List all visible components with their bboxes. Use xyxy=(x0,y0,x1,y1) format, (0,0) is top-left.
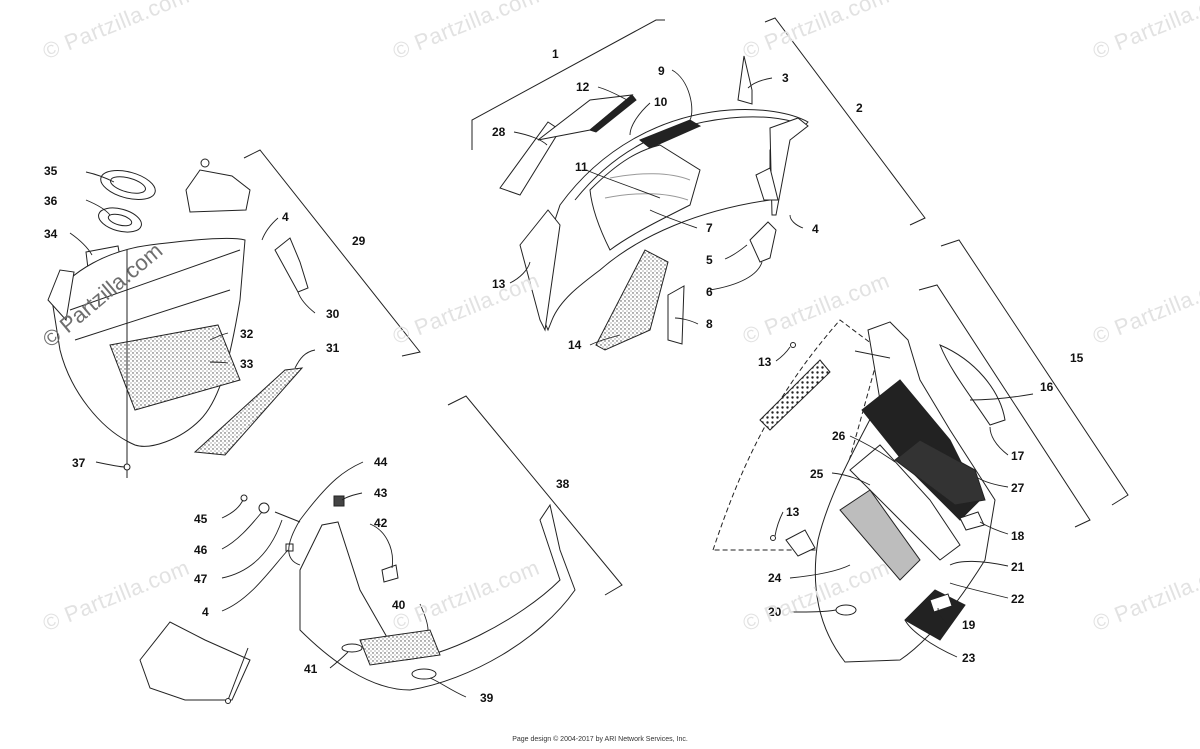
callout-47: 47 xyxy=(194,572,208,586)
footer-credit: Page design © 2004-2017 by ARI Network S… xyxy=(512,736,688,743)
callout-18: 18 xyxy=(1011,529,1025,543)
callout-26: 26 xyxy=(832,429,846,443)
callout-22: 22 xyxy=(1011,592,1025,606)
callout-35: 35 xyxy=(44,164,58,178)
callout-20: 20 xyxy=(768,605,782,619)
callout-15: 15 xyxy=(1070,351,1084,365)
callout-13-right-bottom: 13 xyxy=(786,505,800,519)
callout-14: 14 xyxy=(568,338,582,352)
callout-3: 3 xyxy=(782,71,789,85)
callout-29: 29 xyxy=(352,234,366,248)
callout-9: 9 xyxy=(658,64,665,78)
callout-43: 43 xyxy=(374,486,388,500)
left-side-panel-assembly xyxy=(47,149,421,478)
callout-46: 46 xyxy=(194,543,208,557)
callout-5: 5 xyxy=(706,253,713,267)
callout-40: 40 xyxy=(392,598,406,612)
callout-4-bottom: 4 xyxy=(202,605,209,619)
callout-21: 21 xyxy=(1011,560,1025,574)
callout-39: 39 xyxy=(480,691,494,705)
callout-42: 42 xyxy=(374,516,388,530)
callout-numbers: 1 2 3 4 5 6 7 8 9 10 11 12 13 14 15 16 1… xyxy=(44,47,1084,705)
callout-13-right-top: 13 xyxy=(758,355,772,369)
callout-10: 10 xyxy=(654,95,668,109)
callout-16: 16 xyxy=(1040,380,1054,394)
callout-8: 8 xyxy=(706,317,713,331)
callout-17: 17 xyxy=(1011,449,1025,463)
callout-33: 33 xyxy=(240,357,254,371)
callout-45: 45 xyxy=(194,512,208,526)
callout-24: 24 xyxy=(768,571,782,585)
callout-27: 27 xyxy=(1011,481,1025,495)
windshield-assembly xyxy=(471,17,926,351)
callout-19: 19 xyxy=(962,618,976,632)
leader-lines xyxy=(69,69,1034,698)
callout-38: 38 xyxy=(556,477,570,491)
callout-28: 28 xyxy=(492,125,506,139)
callout-32: 32 xyxy=(240,327,254,341)
callout-44: 44 xyxy=(374,455,388,469)
callout-4-top: 4 xyxy=(812,222,819,236)
callout-31: 31 xyxy=(326,341,340,355)
callout-6: 6 xyxy=(706,285,713,299)
callout-2: 2 xyxy=(856,101,863,115)
callout-4-left: 4 xyxy=(282,210,289,224)
callout-11: 11 xyxy=(575,160,588,174)
callout-25: 25 xyxy=(810,467,824,481)
nose-assembly xyxy=(712,239,1129,663)
callout-41: 41 xyxy=(304,662,318,676)
callout-30: 30 xyxy=(326,307,340,321)
callout-13-top: 13 xyxy=(492,277,506,291)
callout-37: 37 xyxy=(72,456,86,470)
callout-36: 36 xyxy=(44,194,58,208)
callout-7: 7 xyxy=(706,221,713,235)
callout-34: 34 xyxy=(44,227,58,241)
callout-1: 1 xyxy=(552,47,559,61)
belly-pan-assembly xyxy=(139,395,623,704)
callout-23: 23 xyxy=(962,651,976,665)
callout-12: 12 xyxy=(576,80,590,94)
